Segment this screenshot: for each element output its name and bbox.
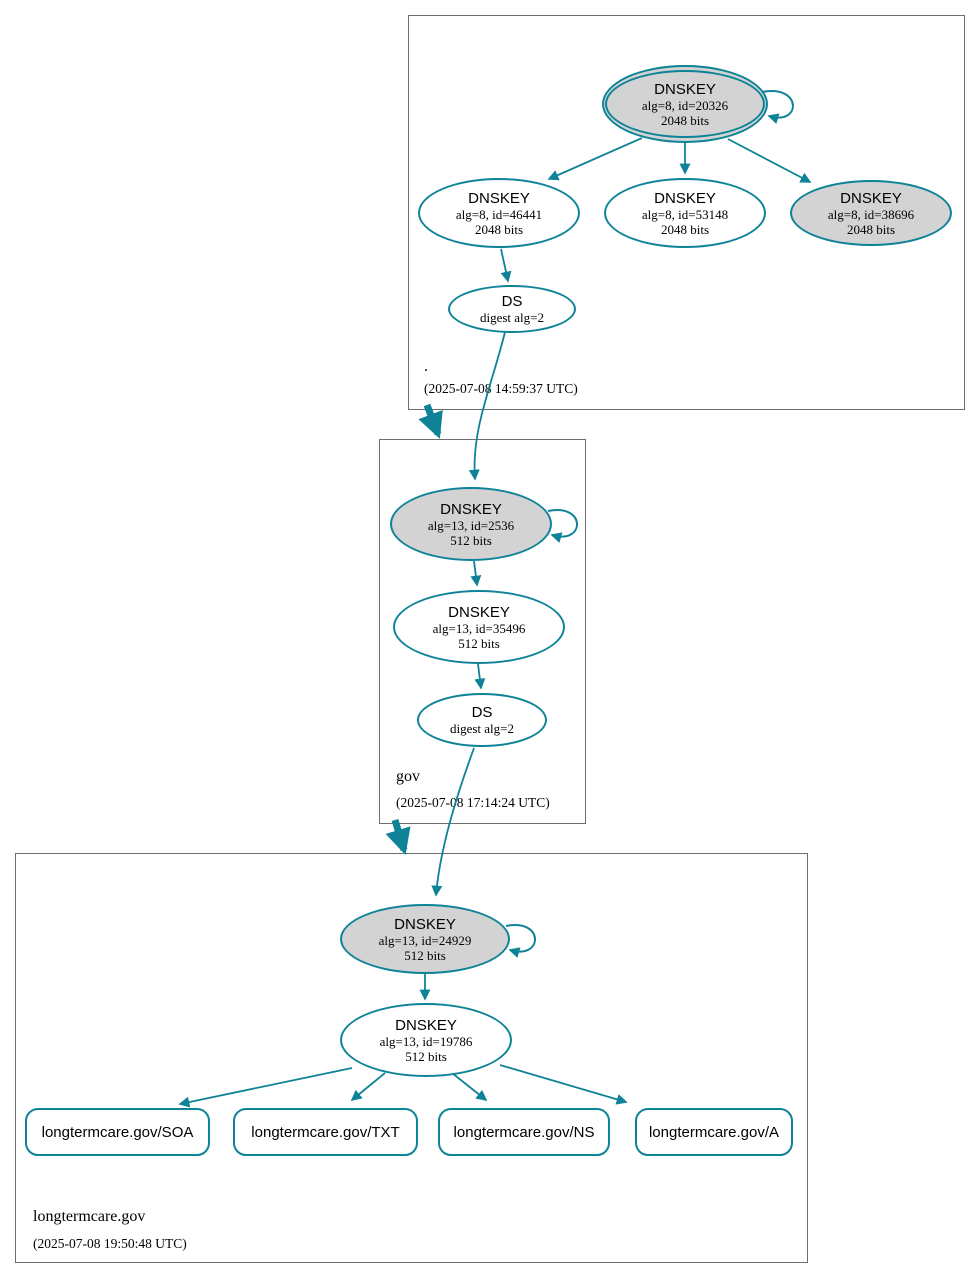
zone-box-gov [379,439,586,824]
zone-timestamp-longtermcare: (2025-07-08 19:50:48 UTC) [33,1236,187,1251]
edge-ltc-ksk-selfloop [505,923,536,958]
edge-root-ksk-to-ksk38696 [727,138,812,183]
edge-root-ksk-to-zsk46441 [547,137,643,181]
dnskey-title: DNSKEY [394,915,456,933]
ds-title: DS [501,293,523,310]
node-root-zsk-53148: DNSKEY alg=8, id=53148 2048 bits [604,178,766,248]
edge-root-zsk-to-ds [500,248,512,283]
zone-box-root [408,15,965,410]
dnskey-alg-id: alg=13, id=24929 [378,932,472,948]
dnskey-title: DNSKEY [440,500,502,518]
dnskey-bits: 2048 bits [660,112,710,128]
dnskey-bits: 512 bits [458,635,500,651]
dnskey-alg-id: alg=8, id=53148 [641,206,729,222]
dnskey-title: DNSKEY [840,189,902,207]
edge-gov-ksk-selfloop [547,508,578,543]
edge-ltc-zsk-to-a [499,1064,628,1105]
edge-ltc-zsk-to-soa [178,1067,353,1108]
edge-root-ksk-selfloop [761,89,794,124]
dnskey-title: DNSKEY [448,603,510,621]
dnskey-bits: 2048 bits [846,221,896,237]
dnskey-bits: 2048 bits [660,221,710,237]
dnskey-title: DNSKEY [468,189,530,207]
node-ltc-ksk-24929: DNSKEY alg=13, id=24929 512 bits [340,904,510,974]
zone-label-gov: gov [396,768,420,785]
dnskey-bits: 512 bits [450,532,492,548]
rrset-label: longtermcare.gov/A [648,1123,780,1141]
rrset-a: longtermcare.gov/A [635,1108,793,1156]
rrset-label: longtermcare.gov/TXT [251,1123,400,1141]
node-root-ksk-20326: DNSKEY alg=8, id=20326 2048 bits [602,65,768,143]
node-root-ksk-38696: DNSKEY alg=8, id=38696 2048 bits [790,180,952,246]
edge-ltc-zsk-to-txt [350,1072,386,1102]
zone-timestamp-root: (2025-07-08 14:59:37 UTC) [424,381,578,396]
dnskey-alg-id: alg=13, id=19786 [379,1033,473,1049]
ds-title: DS [471,704,493,721]
dnskey-title: DNSKEY [654,189,716,207]
edge-root-ds-to-gov-ksk [468,331,506,481]
rrset-ns: longtermcare.gov/NS [438,1108,610,1156]
edge-gov-to-ltc-delegation [385,818,411,855]
rrset-txt: longtermcare.gov/TXT [233,1108,418,1156]
ds-digest: digest alg=2 [479,310,545,325]
edge-gov-zsk-to-ds [474,663,486,690]
node-gov-zsk-35496: DNSKEY alg=13, id=35496 512 bits [393,590,565,664]
node-gov-ds: DS digest alg=2 [417,693,547,747]
edge-root-to-gov-delegation [418,403,443,439]
node-gov-ksk-2536: DNSKEY alg=13, id=2536 512 bits [390,487,552,561]
dnskey-bits: 512 bits [405,1048,447,1064]
rrset-label: longtermcare.gov/NS [453,1123,595,1141]
zone-label-longtermcare: longtermcare.gov [33,1208,146,1225]
edge-gov-ds-to-ltc-ksk [431,747,475,897]
dnskey-alg-id: alg=8, id=20326 [641,97,729,113]
dnskey-alg-id: alg=13, id=35496 [432,620,526,636]
ds-digest: digest alg=2 [449,721,515,736]
zone-timestamp-gov: (2025-07-08 17:14:24 UTC) [396,795,550,810]
edge-ltc-zsk-to-ns [451,1072,488,1102]
dnskey-alg-id: alg=13, id=2536 [427,517,515,533]
zone-box-longtermcare [15,853,808,1263]
node-root-ksk-20326-inner: DNSKEY alg=8, id=20326 2048 bits [605,70,765,138]
dnskey-alg-id: alg=8, id=46441 [455,206,543,222]
dnskey-alg-id: alg=8, id=38696 [827,206,915,222]
zone-label-root: . [424,358,428,375]
dnskey-bits: 2048 bits [474,221,524,237]
dnskey-bits: 512 bits [404,947,446,963]
node-root-zsk-46441: DNSKEY alg=8, id=46441 2048 bits [418,178,580,248]
node-ltc-zsk-19786: DNSKEY alg=13, id=19786 512 bits [340,1003,512,1077]
dnskey-title: DNSKEY [395,1016,457,1034]
node-root-ds: DS digest alg=2 [448,285,576,333]
edge-gov-ksk-to-zsk [470,560,482,587]
rrset-label: longtermcare.gov/SOA [41,1123,194,1141]
rrset-soa: longtermcare.gov/SOA [25,1108,210,1156]
dnskey-title: DNSKEY [654,80,716,98]
